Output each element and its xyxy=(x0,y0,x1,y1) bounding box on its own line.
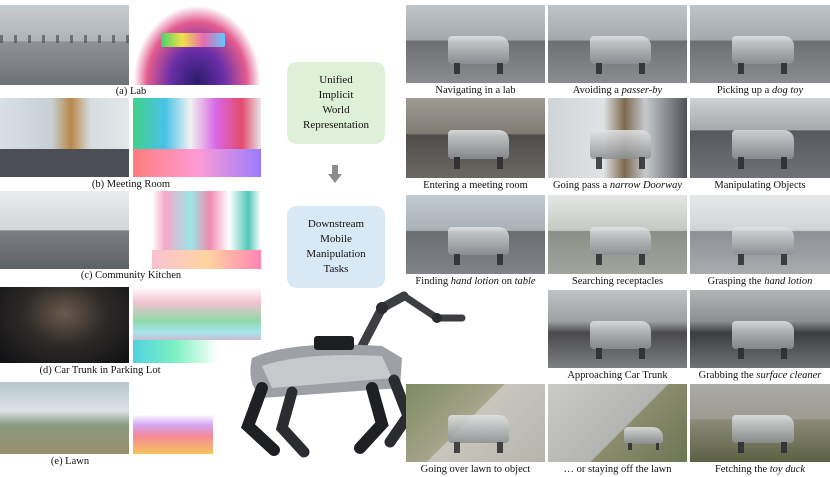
representation-line: Unified xyxy=(319,74,353,86)
kitchen-rgb-image xyxy=(0,191,129,269)
task-image-off-lawn xyxy=(548,384,687,462)
task-caption: Manipulating Objects xyxy=(714,180,806,191)
down-arrow-icon xyxy=(328,165,342,183)
task-image-searching xyxy=(548,195,687,274)
scene-caption-car-trunk: (d) Car Trunk in Parking Lot xyxy=(39,365,161,376)
scene-caption-meeting-room: (b) Meeting Room xyxy=(91,179,171,190)
task-image-entering xyxy=(406,98,545,178)
tasks-box: Downstream Mobile Manipulation Tasks xyxy=(287,206,385,288)
task-image-navigating xyxy=(406,5,545,83)
task-image-grabbing xyxy=(690,290,830,368)
task-caption: Searching receptacles xyxy=(571,276,664,287)
lab-rgb-image xyxy=(0,5,129,85)
task-image-doorway xyxy=(548,98,687,178)
task-caption: Picking up a dog toy xyxy=(716,85,804,96)
tasks-line: Tasks xyxy=(323,263,349,275)
task-caption: Going over lawn to object xyxy=(420,464,531,475)
representation-line: Implicit xyxy=(318,89,354,101)
task-image-picking xyxy=(690,5,830,83)
representation-box: Unified Implicit World Representation xyxy=(287,62,385,144)
task-caption: Going pass a narrow Doorway xyxy=(552,180,683,191)
scene-caption-lawn: (e) Lawn xyxy=(50,456,90,467)
task-caption: Finding hand lotion on table xyxy=(415,276,536,287)
task-caption: Fetching the toy duck xyxy=(714,464,806,475)
scene-caption-kitchen: (c) Community Kitchen xyxy=(80,270,182,281)
task-image-manipulating xyxy=(690,98,830,178)
task-caption: Navigating in a lab xyxy=(435,85,516,96)
task-caption: Grabbing the surface cleaner xyxy=(698,370,822,381)
tasks-line: Downstream xyxy=(307,218,365,230)
tasks-line: Mobile xyxy=(320,233,352,245)
car-trunk-representation-image xyxy=(133,287,261,363)
task-caption: Grasping the hand lotion xyxy=(707,276,813,287)
task-caption: … or staying off the lawn xyxy=(563,464,672,475)
task-image-finding xyxy=(406,195,545,274)
tasks-line: Manipulation xyxy=(306,248,366,260)
task-image-over-lawn xyxy=(406,384,545,462)
quadruped-robot-illustration xyxy=(240,291,466,458)
kitchen-representation-image xyxy=(133,191,261,269)
task-caption: Approaching Car Trunk xyxy=(567,370,668,381)
lawn-representation-image xyxy=(133,382,213,454)
task-image-fetching xyxy=(690,384,830,462)
representation-line: World xyxy=(322,104,350,116)
meeting-room-rgb-image xyxy=(0,98,129,177)
task-image-avoiding xyxy=(548,5,687,83)
lab-representation-image xyxy=(133,5,261,85)
car-trunk-rgb-image xyxy=(0,287,129,363)
meeting-room-representation-image xyxy=(133,98,261,177)
lawn-rgb-image xyxy=(0,382,129,454)
scene-caption-lab: (a) Lab xyxy=(115,86,147,97)
task-image-grasping xyxy=(690,195,830,274)
representation-line: Representation xyxy=(303,119,369,131)
task-caption: Avoiding a passer-by xyxy=(572,85,663,96)
task-image-approaching-car xyxy=(548,290,687,368)
task-caption: Entering a meeting room xyxy=(423,180,528,191)
